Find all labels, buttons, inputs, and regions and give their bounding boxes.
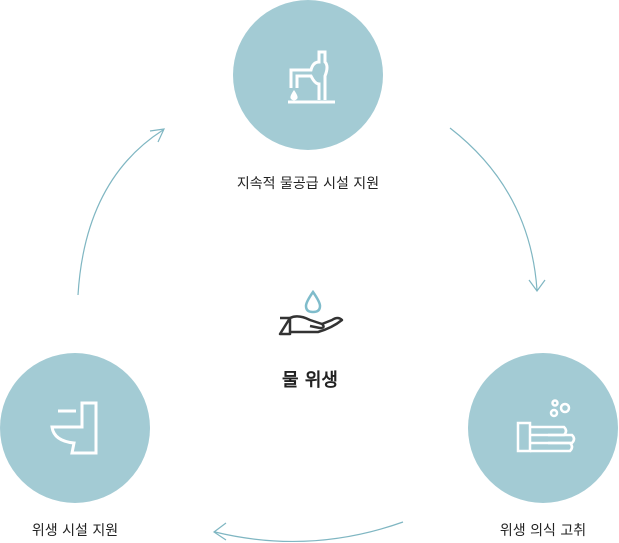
node-hygiene-awareness-label: 위생 의식 고취 [499, 523, 587, 539]
hand-washing-icon [516, 399, 576, 453]
arrow-right-to-left [214, 521, 404, 543]
node-hygiene-awareness-circle [468, 353, 618, 503]
node-sanitation-facility-circle [0, 353, 150, 503]
node-water-supply-circle [233, 0, 383, 150]
center-title: 물 위생 [282, 370, 338, 391]
faucet-icon [288, 50, 335, 104]
arrow-top-to-right [449, 127, 538, 291]
hand-water-drop-icon [278, 289, 344, 336]
arrow-left-to-top [77, 129, 164, 296]
node-water-supply-label: 지속적 물공급 시설 지원 [236, 176, 380, 192]
toilet-icon [50, 401, 98, 455]
node-sanitation-facility-label: 위생 시설 지원 [31, 523, 119, 539]
